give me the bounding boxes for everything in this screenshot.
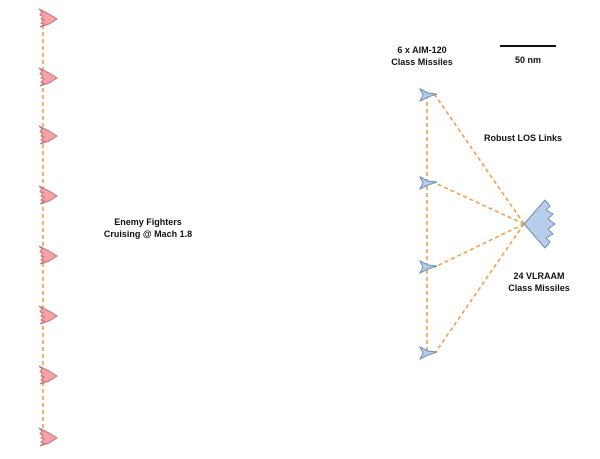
los-links <box>434 94 525 354</box>
missile-icon <box>419 88 438 102</box>
enemy-fighter-icon <box>38 125 58 145</box>
launcher-aircraft-icon <box>523 199 556 249</box>
vlraam-label-line-2: Class Missiles <box>508 283 570 293</box>
enemy-fighter-icon <box>38 245 58 265</box>
aim-label: 6 x AIM-120 Class Missiles <box>382 44 462 68</box>
enemy-label: Enemy Fighters Cruising @ Mach 1.8 <box>88 216 208 240</box>
missile-icon <box>419 346 438 360</box>
vlraam-label: 24 VLRAAM Class Missiles <box>494 270 584 294</box>
enemy-fighter-icon <box>38 67 58 87</box>
missile-icon <box>419 176 438 190</box>
enemy-fighter-icon <box>38 185 58 205</box>
vlraam-label-line-1: 24 VLRAAM <box>513 271 565 281</box>
links-label: Robust LOS Links <box>483 133 562 143</box>
enemy-fighter-icon <box>38 365 58 385</box>
aim-label-line-1: 6 x AIM-120 <box>397 45 447 55</box>
aim-label-line-2: Class Missiles <box>391 57 453 67</box>
enemy-fighter-icon <box>38 427 58 447</box>
enemy-label-line-2: Cruising @ Mach 1.8 <box>103 229 193 239</box>
missile-icon <box>419 260 438 274</box>
enemy-label-line-1: Enemy Fighters <box>114 217 182 227</box>
enemy-fighter-icon <box>38 305 58 325</box>
scale-label: 50 nm <box>514 55 541 65</box>
enemy-fighter-icon <box>38 8 58 28</box>
